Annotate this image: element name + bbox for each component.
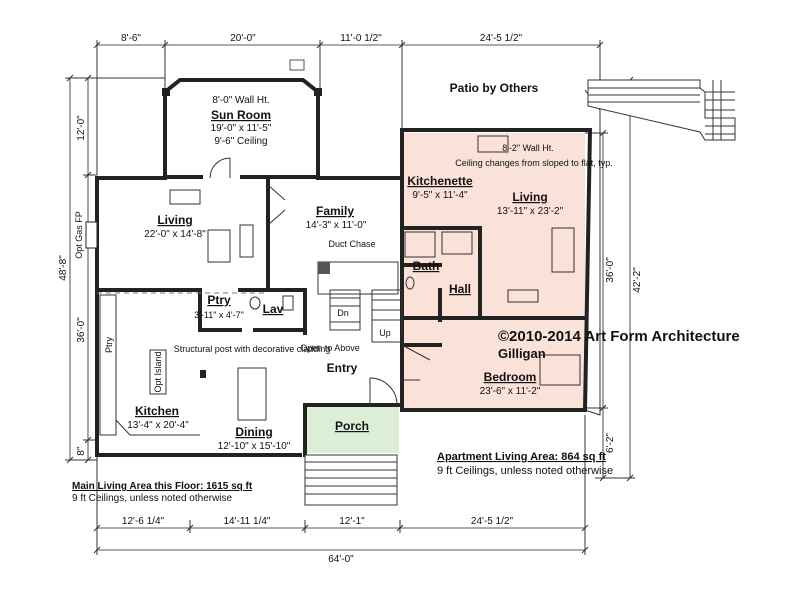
dim-right-lower: 6'-2" [605, 433, 616, 453]
open-to-above: Open to Above [300, 343, 360, 353]
right-dimensions: 36'-0" 42'-2" 6'-2" [585, 76, 643, 482]
duct-chase-label: Duct Chase [328, 239, 375, 249]
dim-top-2: 20'-0" [230, 33, 256, 44]
sun-room-size: 19'-0" x 11'-5" [211, 123, 272, 134]
ceiling-note-text: Ceiling changes from sloped to flat, typ… [455, 158, 613, 168]
dim-bottom-total: 64'-0" [328, 554, 354, 565]
kitchenette-name: Kitchenette [407, 174, 473, 188]
apartment-area-note-text: 9 ft Ceilings, unless noted otherwise [437, 465, 613, 477]
dining: Structural post with decorative cladding… [174, 344, 331, 452]
porch: Porch [304, 419, 398, 506]
kitchen-size: 13'-4" x 20'-4" [127, 420, 189, 431]
dim-right-outer: 42'-2" [632, 267, 643, 293]
post-note-text: Structural post with decorative cladding [174, 344, 331, 354]
family-name: Family [316, 204, 354, 218]
living-room: Living 22'-0" x 14'-8" Opt Gas FP [74, 189, 254, 263]
walls [95, 78, 593, 457]
duct-chase-text: Duct Chase [328, 239, 375, 249]
top-dimensions: 8'-6" 20'-0" 11'-0 1/2" 24'-5 1/2" [93, 33, 604, 175]
entry-name: Entry [327, 361, 358, 375]
living-size: 22'-0" x 14'-8" [144, 229, 206, 240]
entry: Entry [327, 361, 398, 406]
bedroom-size: 23'-6" x 11'-2" [480, 386, 541, 397]
ceiling-note: Ceiling changes from sloped to flat, typ… [455, 158, 613, 168]
dining-name: Dining [235, 425, 272, 439]
kitchen-pantry: Ptry [104, 337, 114, 354]
dim-bottom-2: 14'-11 1/4" [224, 516, 271, 527]
copyright-block: ©2010-2014 Art Form Architecture Gilliga… [498, 328, 740, 361]
pantry-size: 3'-11" x 4'-7" [194, 310, 244, 320]
left-dimensions: 48'-8" 12'-0" 36'-0" 8" [58, 74, 165, 464]
pantry-name: Ptry [207, 293, 231, 307]
kitchen: Ptry Opt Island Kitchen 13'-4" x 20'-4" [99, 294, 200, 436]
family-size: 14'-3" x 11'-0" [306, 220, 367, 231]
patio-steps [587, 79, 736, 141]
stairs: Dn Up Open to Above [300, 289, 403, 353]
dim-top-3: 11'-0 1/2" [340, 33, 382, 44]
main-area-note-text: 9 ft Ceilings, unless noted otherwise [72, 493, 233, 504]
apartment: 8'-2" Wall Ht. Ceiling changes from slop… [401, 135, 613, 397]
copyright-line1: ©2010-2014 Art Form Architecture [498, 328, 740, 345]
pantry-lav: Ptry 3'-11" x 4'-7" Lav [194, 293, 294, 320]
dim-bottom-3: 12'-1" [339, 516, 365, 527]
bath-name: Bath [413, 259, 440, 273]
lav-name: Lav [263, 302, 284, 316]
sun-room-ceiling: 9'-6" Ceiling [214, 136, 267, 147]
sun-room: 8'-0" Wall Ht. Sun Room 19'-0" x 11'-5" … [209, 59, 305, 179]
patio: Patio by Others [401, 58, 736, 416]
porch-name: Porch [335, 419, 369, 433]
apt-wall-note: 8'-2" Wall Ht. [502, 143, 554, 153]
copyright-line2: Gilligan [498, 346, 546, 361]
dim-left-lower: 36'-0" [76, 317, 87, 343]
patio-label: Patio by Others [450, 81, 539, 95]
apartment-area-note: Apartment Living Area: 864 sq ft 9 ft Ce… [437, 451, 613, 477]
dim-left-small: 8" [76, 446, 87, 456]
family-room: Family 14'-3" x 11'-0" Duct Chase [267, 184, 399, 295]
kitchen-name: Kitchen [135, 404, 179, 418]
porch-fill [307, 405, 399, 453]
apt-living-name: Living [512, 190, 547, 204]
hall-name: Hall [449, 282, 471, 296]
down-label: Dn [337, 308, 349, 318]
main-area-note: Main Living Area this Floor: 1615 sq ft … [72, 481, 253, 504]
kitchenette-size: 9'-5" x 11'-4" [412, 190, 468, 201]
sun-room-name: Sun Room [211, 108, 271, 122]
dining-size: 12'-10" x 15'-10" [218, 441, 291, 452]
fireplace-label: Opt Gas FP [74, 211, 84, 259]
bedroom-name: Bedroom [484, 370, 537, 384]
kitchen-island: Opt Island [153, 351, 163, 392]
living-name: Living [157, 213, 192, 227]
apt-living-size: 13'-11" x 23'-2" [497, 206, 564, 217]
up-label: Up [379, 328, 391, 338]
dim-top-4: 24'-5 1/2" [480, 33, 523, 44]
dim-top-1: 8'-6" [121, 33, 141, 44]
dim-right-upper: 36'-0" [605, 257, 616, 283]
apartment-fill [402, 133, 585, 408]
sun-room-wall-note: 8'-0" Wall Ht. [212, 95, 269, 106]
dim-bottom-1: 12'-6 1/4" [122, 516, 165, 527]
dim-left-upper: 12'-0" [76, 115, 87, 141]
dim-bottom-4: 24'-5 1/2" [471, 516, 514, 527]
post-note: Structural post with decorative cladding [174, 344, 331, 354]
dim-left-outer: 48'-8" [58, 255, 69, 281]
porch-steps [304, 454, 398, 506]
apartment-area-title: Apartment Living Area: 864 sq ft [437, 451, 606, 463]
main-area-title: Main Living Area this Floor: 1615 sq ft [72, 481, 253, 492]
bottom-dimensions: 12'-6 1/4" 14'-11 1/4" 12'-1" 24'-5 1/2"… [93, 415, 589, 565]
